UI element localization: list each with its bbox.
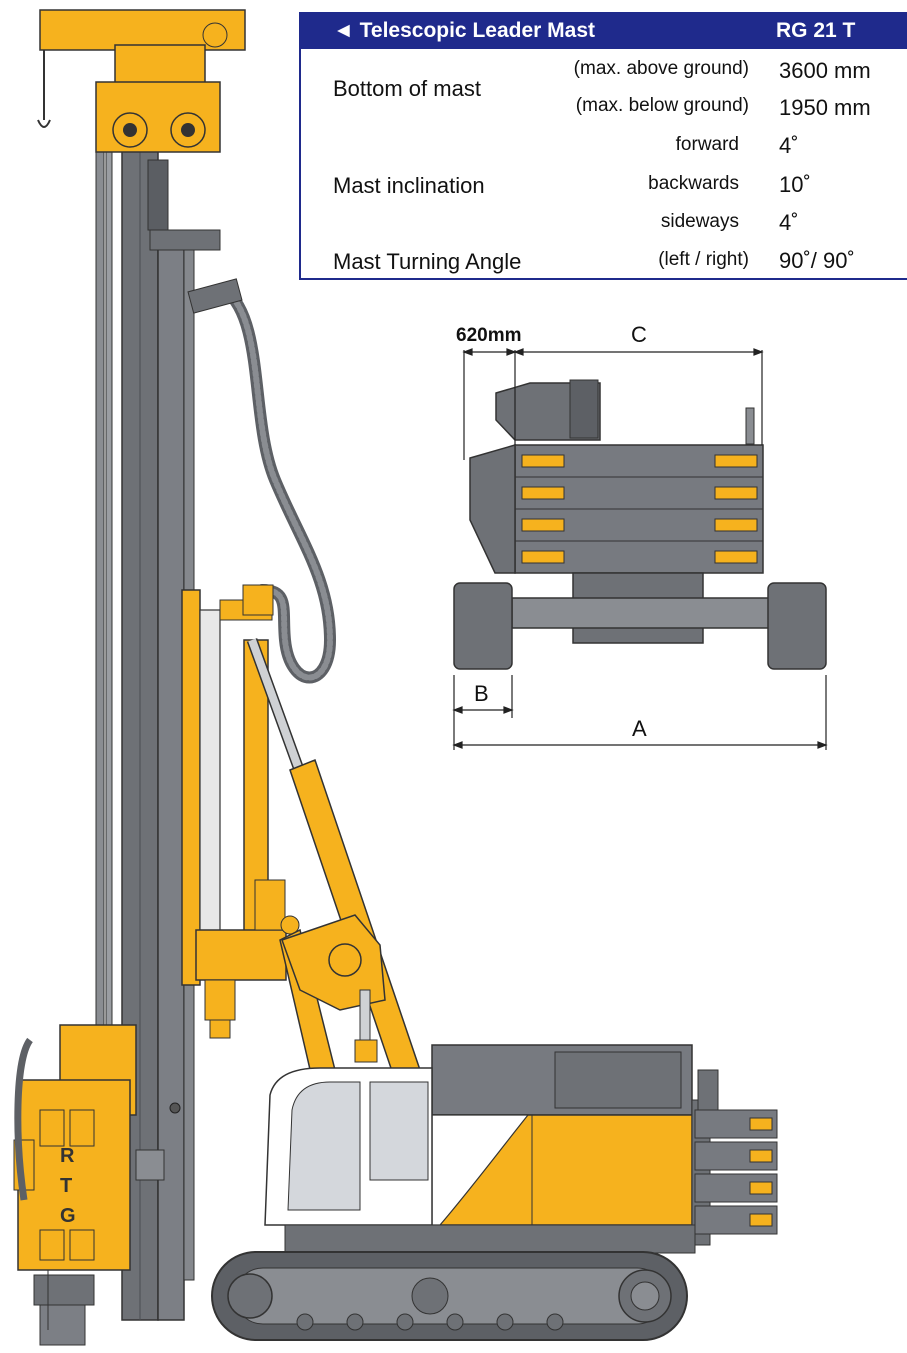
dimension-label-a: A: [632, 716, 647, 741]
row-value: 3600 mm: [779, 58, 871, 83]
row-value: 90˚/ 90˚: [779, 248, 855, 273]
svg-text:R: R: [60, 1145, 75, 1167]
spec-table-model: RG 21 T: [776, 19, 856, 42]
row-value: 4˚: [779, 210, 799, 235]
row-value: 1950 mm: [779, 95, 871, 120]
row-label-bottom-of-mast: Bottom of mast: [333, 76, 481, 101]
spec-table-header: ◄ Telescopic Leader Mast RG 21 T: [301, 12, 907, 49]
dimension-lines: [452, 348, 828, 750]
upper-carriage: [264, 1044, 778, 1254]
mast-head: [37, 9, 246, 153]
svg-text:G: G: [60, 1205, 76, 1227]
row-condition: forward: [675, 134, 739, 155]
mast-cylinders: [246, 638, 421, 1081]
row-condition: (left / right): [658, 249, 749, 270]
crawler-track: [211, 1251, 688, 1341]
dimension-label-b: B: [474, 681, 489, 706]
row-value: 10˚: [779, 172, 811, 197]
side-attachment: R T G: [13, 1024, 137, 1346]
spec-table: ◄ Telescopic Leader Mast RG 21 T Bottom …: [299, 12, 907, 280]
dimension-label-offset: 620mm: [456, 325, 522, 346]
yellow-guide-beam: [181, 584, 300, 1039]
svg-text:T: T: [60, 1175, 72, 1197]
row-condition: backwards: [648, 173, 739, 194]
row-label-mast-inclination: Mast inclination: [333, 173, 485, 198]
dimension-label-c: C: [631, 322, 647, 347]
row-condition: (max. below ground): [575, 95, 749, 116]
row-value: 4˚: [779, 133, 799, 158]
row-condition: sideways: [660, 211, 739, 232]
row-label-mast-turning-angle: Mast Turning Angle: [333, 249, 522, 274]
row-condition: (max. above ground): [573, 58, 749, 79]
spec-table-title: ◄ Telescopic Leader Mast: [333, 19, 595, 42]
rear-view-illustration: [453, 379, 827, 670]
